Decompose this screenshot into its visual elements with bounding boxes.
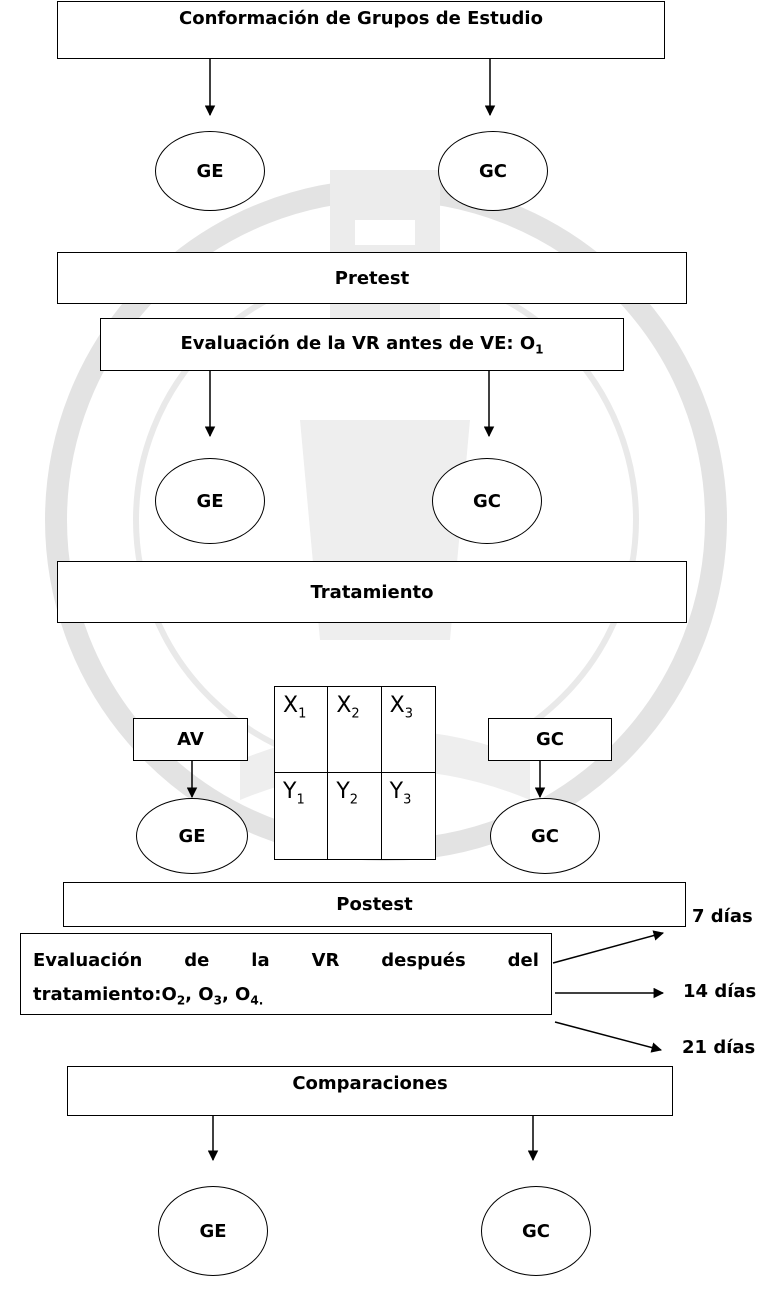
av-label: AV xyxy=(177,729,204,750)
ge-node-4: GE xyxy=(158,1186,268,1276)
gc-label: GC xyxy=(531,825,559,847)
gc-box-label: GC xyxy=(536,729,564,750)
comparaciones-box: Comparaciones xyxy=(67,1066,673,1116)
ge-label: GE xyxy=(196,160,224,182)
grid-cell-y1: Y1 xyxy=(275,773,329,859)
av-box: AV xyxy=(133,718,248,761)
gc-node-1: GC xyxy=(438,131,548,211)
grid-cell-y2: Y2 xyxy=(328,773,382,859)
gc-label: GC xyxy=(473,490,501,512)
gc-node-2: GC xyxy=(432,458,542,544)
tratamiento-label: Tratamiento xyxy=(310,581,434,603)
evaluacion-despues-box: Evaluación de la VR después del tratamie… xyxy=(20,933,552,1015)
ge-node-2: GE xyxy=(155,458,265,544)
comparaciones-label: Comparaciones xyxy=(292,1073,448,1094)
label-14-dias: 14 días xyxy=(683,981,757,1002)
pretest-label: Pretest xyxy=(334,267,410,289)
pretest-box: Pretest xyxy=(57,252,687,304)
gc-label: GC xyxy=(479,160,507,182)
ge-label: GE xyxy=(178,825,206,847)
ge-node-3: GE xyxy=(136,798,248,874)
evaluacion-despues-line2: tratamiento:O2, O3, O4. xyxy=(33,984,264,1008)
arrow-21-dias xyxy=(554,1021,663,1053)
conformacion-label: Conformación de Grupos de Estudio xyxy=(179,8,543,29)
gc-box: GC xyxy=(488,718,612,761)
grid-cell-x2: X2 xyxy=(328,687,382,773)
treatment-grid: X1 X2 X3 Y1 Y2 Y3 xyxy=(274,686,436,860)
gc-node-4: GC xyxy=(481,1186,591,1276)
grid-cell-x3: X3 xyxy=(381,687,435,773)
postest-label: Postest xyxy=(336,894,413,915)
gc-label: GC xyxy=(522,1220,550,1242)
ge-label: GE xyxy=(199,1220,227,1242)
label-21-dias: 21 días xyxy=(682,1037,756,1058)
evaluacion-despues-line1: Evaluación de la VR después del xyxy=(33,950,539,971)
label-7-dias: 7 días xyxy=(692,906,753,927)
arrow-7-dias xyxy=(552,930,665,964)
postest-box: Postest xyxy=(63,882,686,927)
conformacion-box: Conformación de Grupos de Estudio xyxy=(57,1,665,59)
grid-cell-y3: Y3 xyxy=(389,779,412,808)
gc-node-3: GC xyxy=(490,798,600,874)
evaluacion-antes-label: Evaluación de la VR antes de VE: O1 xyxy=(180,332,544,357)
ge-node-1: GE xyxy=(155,131,265,211)
tratamiento-box: Tratamiento xyxy=(57,561,687,623)
evaluacion-antes-box: Evaluación de la VR antes de VE: O1 xyxy=(100,318,624,371)
ge-label: GE xyxy=(196,490,224,512)
grid-cell-x1: X1 xyxy=(275,687,329,773)
